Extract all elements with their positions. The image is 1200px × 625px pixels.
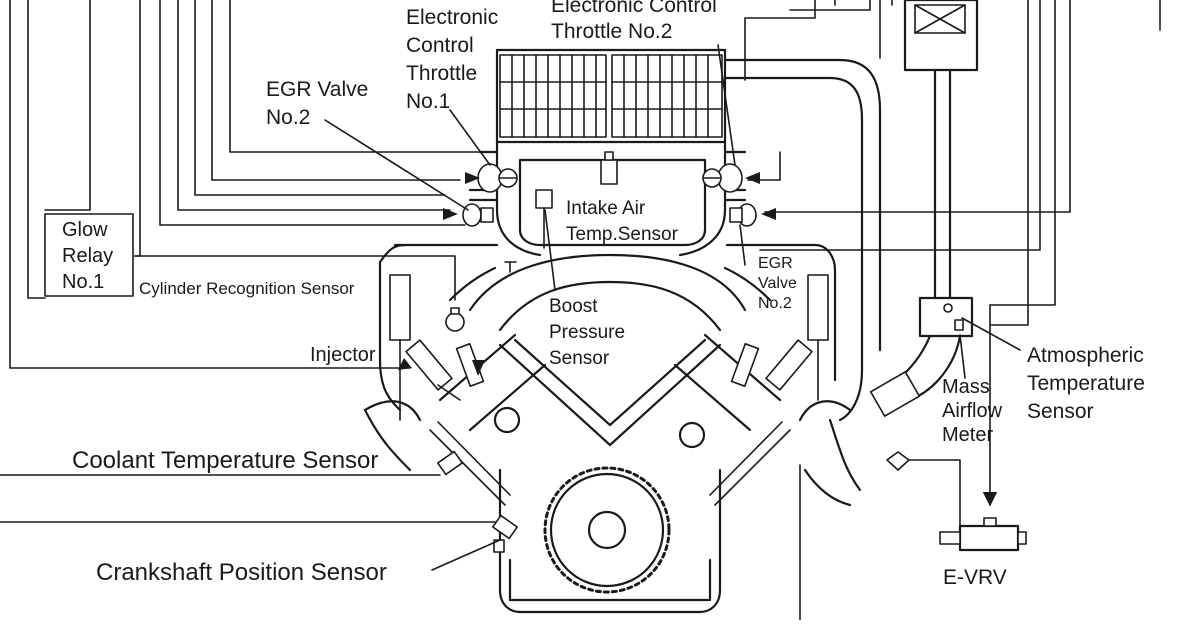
wiring-lines-right <box>744 0 1161 326</box>
etc1-label-4: No.1 <box>406 90 450 113</box>
crank-label: Crankshaft Position Sensor <box>96 559 387 586</box>
glow-relay-text-1: Glow <box>62 219 108 241</box>
crank-position-sensor-symbol <box>491 514 519 553</box>
etc1-label-1: Electronic <box>406 6 498 29</box>
coolant-label: Coolant Temperature Sensor <box>72 447 378 474</box>
maf-label-3: Meter <box>942 424 993 446</box>
intake-air-label-1: Intake Air <box>566 198 646 219</box>
egr-valve-left-symbol <box>462 203 494 227</box>
atm-label-1: Atmospheric <box>1027 344 1144 367</box>
egr2-label-1: EGR <box>758 255 793 272</box>
injector-label: Injector <box>310 344 376 366</box>
atm-label-3: Sensor <box>1027 400 1094 423</box>
egr2-label-2: Valve <box>758 275 797 292</box>
cylinder-recognition-sensor-symbol <box>445 307 465 332</box>
cylinder-recognition-label: Cylinder Recognition Sensor <box>139 279 355 298</box>
etc2-label-1: Electronic Control <box>551 0 717 17</box>
boost-label-1: Boost <box>549 296 598 317</box>
text-labels: Electronic Control Throttle No.1 Electro… <box>72 0 1145 589</box>
coolant-temp-sensor-symbol <box>436 450 464 476</box>
wiring-lines-left <box>9 0 481 369</box>
evrv-line <box>886 304 1027 552</box>
throttle-valve-no2 <box>702 163 743 193</box>
glow-relay-no1: Glow Relay No.1 <box>44 213 134 297</box>
egr1-label-2: No.2 <box>266 106 310 129</box>
etc2-label-2: Throttle No.2 <box>551 20 672 43</box>
etc1-label-3: Throttle <box>406 62 477 85</box>
egr-valve-right-symbol <box>729 203 757 227</box>
throttle-valve-no1 <box>477 163 518 193</box>
injector-left <box>405 339 461 401</box>
egr2-label-3: No.2 <box>758 295 792 312</box>
center-sensor-top <box>600 151 618 185</box>
intake-air-label-2: Temp.Sensor <box>566 224 679 245</box>
glow-relay-text-2: Relay <box>62 245 113 267</box>
leader-lines <box>0 44 1021 571</box>
boost-label-2: Pressure <box>549 322 625 343</box>
injector-right-2 <box>730 343 760 387</box>
maf-label-2: Airflow <box>942 400 1003 422</box>
injector-right <box>765 339 813 391</box>
connection-arrows <box>443 172 776 220</box>
egr1-label-1: EGR Valve <box>266 78 368 101</box>
evrv-label: E-VRV <box>943 566 1007 589</box>
engine-block <box>363 243 862 621</box>
glow-relay-text-3: No.1 <box>62 271 104 293</box>
air-intake-duct <box>723 0 979 422</box>
etc1-label-2: Control <box>406 34 474 57</box>
intake-air-temp-sensor-symbol <box>535 189 553 249</box>
boost-label-3: Sensor <box>549 348 610 369</box>
intercooler-grille <box>495 48 727 144</box>
maf-label-1: Mass <box>942 376 990 398</box>
atm-label-2: Temperature <box>1027 372 1145 395</box>
